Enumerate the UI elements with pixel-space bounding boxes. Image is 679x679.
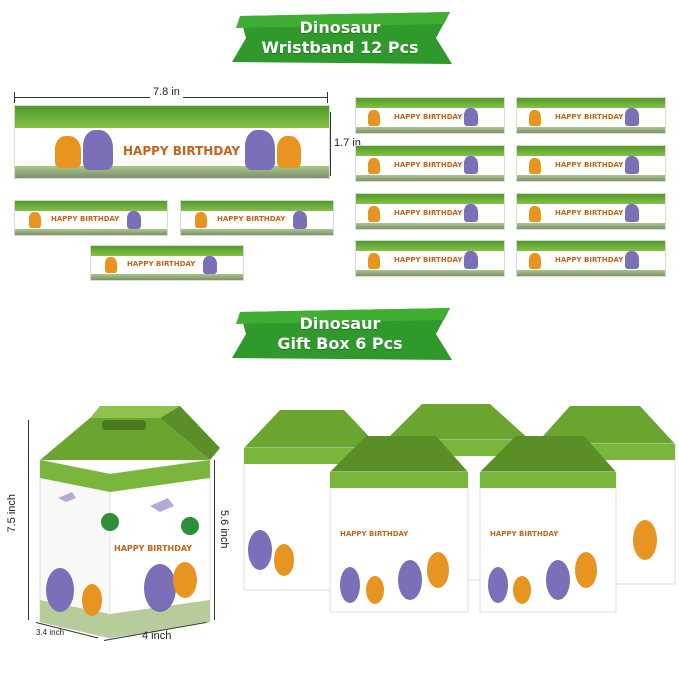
wristband-small: HAPPY BIRTHDAY	[516, 97, 666, 134]
dino-orange-icon	[368, 158, 380, 174]
dino-purple-icon	[203, 256, 217, 274]
giftbox-group-text: HAPPY BIRTHDAY	[340, 530, 409, 538]
wristband-text: HAPPY BIRTHDAY	[394, 161, 463, 169]
wristband-text: HAPPY BIRTHDAY	[555, 113, 624, 121]
wristband-text: HAPPY BIRTHDAY	[555, 161, 624, 169]
giftbox-group-text: HAPPY BIRTHDAY	[490, 530, 559, 538]
wristband-title-line2: Wristband 12 Pcs	[261, 38, 419, 57]
dino-purple-icon	[464, 156, 478, 174]
dino-purple-icon	[464, 204, 478, 222]
wristband-text: HAPPY BIRTHDAY	[394, 113, 463, 121]
dino-purple-icon	[127, 211, 141, 229]
dino-orange-icon	[368, 110, 380, 126]
wristband-small: HAPPY BIRTHDAY	[14, 200, 168, 236]
wristband-small: HAPPY BIRTHDAY	[355, 97, 505, 134]
giftbox-title-line2: Gift Box 6 Pcs	[277, 334, 403, 353]
box-side-height-label: 5.6 inch	[218, 510, 230, 549]
box-height-label: 7.5 inch	[6, 494, 18, 533]
wristband-small: HAPPY BIRTHDAY	[355, 240, 505, 277]
wristband-text: HAPPY BIRTHDAY	[123, 144, 241, 158]
ribbon-shape	[232, 12, 452, 64]
wristband-text: HAPPY BIRTHDAY	[394, 256, 463, 264]
wristband-text: HAPPY BIRTHDAY	[555, 209, 624, 217]
wristband-small: HAPPY BIRTHDAY	[516, 240, 666, 277]
wristband-text: HAPPY BIRTHDAY	[394, 209, 463, 217]
gift-box-main	[39, 406, 220, 639]
dino-purple-icon	[83, 130, 113, 170]
gift-box	[248, 530, 294, 576]
wristband-small: HAPPY BIRTHDAY	[516, 193, 666, 230]
height-dimension-line	[330, 112, 331, 176]
dino-purple-icon	[464, 108, 478, 126]
dino-orange-icon	[529, 206, 541, 222]
wristband-title-ribbon: Dinosaur Wristband 12 Pcs	[222, 10, 458, 66]
wristband-text: HAPPY BIRTHDAY	[51, 215, 120, 223]
giftbox-title-line1: Dinosaur	[299, 314, 381, 333]
gift-box	[479, 436, 617, 613]
dino-orange-icon	[368, 206, 380, 222]
giftbox-title-ribbon: Dinosaur Gift Box 6 Pcs	[222, 306, 458, 362]
wristband-small: HAPPY BIRTHDAY	[90, 245, 244, 281]
dino-orange-icon	[368, 253, 380, 269]
giftbox-main-text: HAPPY BIRTHDAY	[114, 544, 193, 553]
width-dimension-tick-right	[327, 92, 328, 103]
dino-orange-icon	[529, 110, 541, 126]
wristband-text: HAPPY BIRTHDAY	[555, 256, 624, 264]
dino-orange-icon	[55, 136, 81, 168]
wristband-small: HAPPY BIRTHDAY	[180, 200, 334, 236]
wristband-title-line1: Dinosaur	[299, 18, 381, 37]
wristband-small: HAPPY BIRTHDAY	[516, 145, 666, 182]
wristband-large: HAPPY BIRTHDAY	[14, 105, 330, 179]
dino-purple-icon	[625, 108, 639, 126]
dino-orange-icon	[105, 257, 117, 273]
box-width-label: 4 inch	[142, 630, 172, 642]
dino-purple-icon	[245, 130, 275, 170]
dino-orange-icon	[277, 136, 301, 168]
box-depth-label: 3.4 inch	[36, 628, 65, 637]
wristband-text: HAPPY BIRTHDAY	[217, 215, 286, 223]
dino-purple-icon	[625, 251, 639, 269]
dino-purple-icon	[625, 204, 639, 222]
dino-orange-icon	[29, 212, 41, 228]
ribbon-shape	[232, 308, 452, 360]
width-dimension-tick-left	[14, 92, 15, 103]
gift-box-group	[243, 404, 676, 613]
dino-purple-icon	[464, 251, 478, 269]
dino-orange-icon	[529, 158, 541, 174]
wristband-small: HAPPY BIRTHDAY	[355, 145, 505, 182]
dino-orange-icon	[529, 253, 541, 269]
wristband-small: HAPPY BIRTHDAY	[355, 193, 505, 230]
box-side-height-line	[214, 460, 215, 620]
height-label: 1.7 in	[334, 137, 361, 149]
box-height-line	[28, 420, 29, 620]
width-label: 7.8 in	[150, 86, 183, 98]
wristband-text: HAPPY BIRTHDAY	[127, 260, 196, 268]
dino-purple-icon	[625, 156, 639, 174]
gift-box	[329, 436, 469, 613]
dino-orange-icon	[195, 212, 207, 228]
dino-purple-icon	[293, 211, 307, 229]
